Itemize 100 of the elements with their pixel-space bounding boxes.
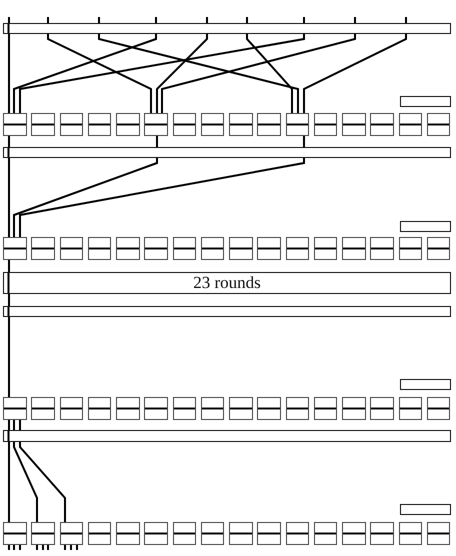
split-cell (88, 522, 112, 545)
wire-line (8, 442, 10, 522)
split-cell (229, 237, 252, 260)
split-cell (3, 397, 26, 420)
split-cell (314, 397, 338, 420)
split-cell (426, 237, 450, 260)
wire-line (98, 34, 299, 113)
wire-line (13, 442, 38, 522)
wire-line (19, 442, 66, 522)
wire-line (8, 158, 10, 237)
split-cell (426, 113, 450, 136)
wire-line (36, 545, 38, 550)
split-cell (342, 113, 366, 136)
split-cell (172, 237, 196, 260)
split-cell (370, 397, 394, 420)
wire-line (70, 545, 72, 550)
split-cell (88, 237, 112, 260)
split-cell (370, 113, 394, 136)
split-cell (200, 237, 224, 260)
wire-line (8, 294, 10, 306)
split-cell (31, 522, 55, 545)
small-bar (400, 504, 451, 515)
small-bar (400, 379, 451, 390)
wide-bar (3, 430, 451, 442)
split-cell (229, 522, 252, 545)
wire-line (354, 17, 356, 23)
split-cell (286, 397, 309, 420)
wire-line (156, 34, 208, 113)
split-cell (88, 397, 112, 420)
split-cell (286, 113, 309, 136)
split-cell (398, 113, 422, 136)
small-bar (400, 221, 451, 232)
split-cell (257, 397, 281, 420)
wire-line (405, 17, 407, 23)
wire-line (19, 545, 21, 550)
split-cell (116, 522, 140, 545)
split-cell (60, 397, 83, 420)
wire-line (303, 136, 305, 147)
split-cell (31, 113, 55, 136)
node-label: 23 rounds (193, 274, 261, 292)
split-cell (342, 397, 366, 420)
wire-line (19, 420, 21, 430)
wire-line (13, 545, 15, 550)
wire-line (76, 545, 78, 550)
split-cell (116, 113, 140, 136)
split-cell (144, 522, 168, 545)
split-cell (370, 522, 394, 545)
wire-line (156, 136, 158, 147)
split-cell (257, 237, 281, 260)
split-cell (314, 522, 338, 545)
split-cell (60, 237, 83, 260)
wire-line (246, 17, 248, 23)
split-cell (172, 522, 196, 545)
split-cell (257, 113, 281, 136)
wire-line (47, 34, 152, 113)
split-cell (314, 113, 338, 136)
split-cell (342, 522, 366, 545)
split-cell (342, 237, 366, 260)
split-cell (426, 397, 450, 420)
wire-line (206, 17, 208, 23)
split-cell (60, 522, 83, 545)
split-cell (257, 522, 281, 545)
split-cell (286, 237, 309, 260)
split-cell (426, 522, 450, 545)
split-cell (172, 397, 196, 420)
wire-line (47, 545, 49, 550)
wire-line (303, 17, 305, 23)
wire-line (8, 34, 10, 113)
split-cell (200, 522, 224, 545)
split-cell (31, 397, 55, 420)
wire-line (155, 17, 157, 23)
wire-line (19, 158, 305, 237)
split-cell (31, 237, 55, 260)
wide-bar (3, 147, 451, 158)
wire-line (13, 34, 157, 113)
wire-line (42, 545, 44, 550)
wire-line (47, 17, 49, 23)
split-cell (172, 113, 196, 136)
split-cell (3, 113, 26, 136)
split-cell (229, 113, 252, 136)
wide-bar (3, 23, 451, 34)
wire-line (161, 34, 356, 113)
wire-line (246, 34, 293, 113)
split-cell (116, 237, 140, 260)
split-cell (60, 113, 83, 136)
wire-line (8, 420, 10, 430)
wire-line (8, 545, 10, 550)
small-bar (400, 96, 451, 107)
split-cell (200, 397, 224, 420)
split-cell (144, 237, 168, 260)
wire-line (8, 260, 10, 272)
split-cell (398, 522, 422, 545)
split-cell (398, 237, 422, 260)
wire-line (8, 317, 10, 397)
wire-line (98, 17, 100, 23)
split-cell (370, 237, 394, 260)
split-cell (144, 113, 168, 136)
split-cell (229, 397, 252, 420)
label-bar (3, 272, 451, 294)
split-cell (286, 522, 309, 545)
